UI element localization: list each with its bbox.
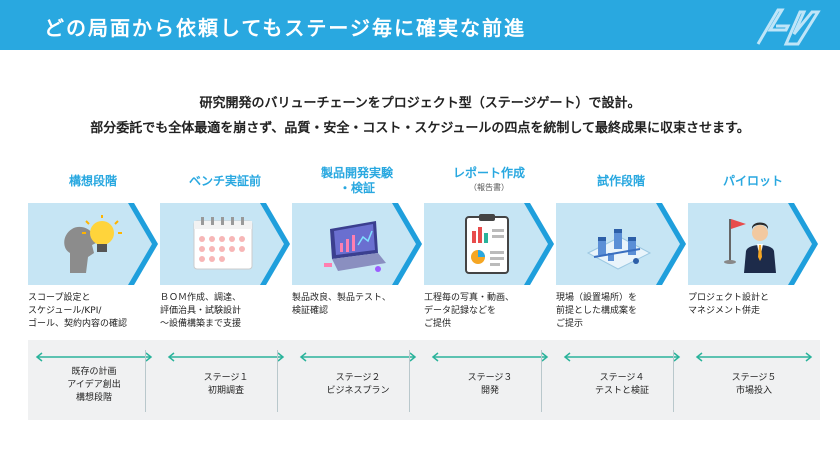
stage-arrow-card: [28, 203, 160, 285]
header-banner: どの局面から依頼してもステージ毎に確実な前進: [0, 0, 840, 50]
intro-line-1: 研究開発のバリューチェーンをプロジェクト型（ステージゲート）で設計。: [199, 96, 641, 111]
stage-arrow-card: [556, 203, 688, 285]
stage-description: スコープ設定と スケジュール/KPI/ ゴール、契約内容の確認: [28, 293, 128, 329]
phase-box-2: ステージ１ 初期調査: [160, 340, 292, 420]
stage-column-3: 製品開発実験 ・検証 製品改良、製品テスト、 検証確認 ステージ２ ビジネスプ: [292, 166, 424, 420]
double-arrow-icon: [563, 352, 681, 362]
businessman-flag-icon: [724, 219, 776, 273]
phase-label: ステージ５ 市場投入: [731, 373, 777, 396]
stage-title: 構想段階: [68, 174, 117, 188]
stage-title: 製品開発実験 ・検証: [320, 166, 393, 195]
stage-column-2: ベンチ実証前 ＢＯＭ作成、調達、 評価治具・試験設計 ～設備構築まで支援: [160, 170, 292, 420]
stage-description: ＢＯＭ作成、調達、 評価治具・試験設計 ～設備構築まで支援: [160, 293, 242, 329]
page-title: どの局面から依頼してもステージ毎に確実な前進: [44, 16, 526, 40]
phase-label: ステージ４ テストと検証: [594, 373, 649, 396]
stage-description: 工程毎の写真・動画、 データ記録などを ご提供: [424, 293, 515, 329]
stage-title: 試作段階: [596, 174, 645, 188]
stage-title: ベンチ実証前: [188, 174, 261, 188]
phase-box-4: ステージ３ 開発: [424, 340, 556, 420]
double-arrow-icon: [299, 352, 417, 362]
brand-logo-icon: [756, 8, 821, 46]
stage-title: レポート作成: [452, 166, 525, 180]
phase-box-3: ステージ２ ビジネスプラン: [292, 340, 424, 420]
column-divider: [145, 350, 146, 412]
calendar-icon: [193, 217, 253, 270]
phase-label: 既存の計画 アイデア創出 構想段階: [67, 367, 121, 403]
stage-arrow-card: [424, 203, 556, 285]
phase-label: ステージ１ 初期調査: [203, 373, 249, 396]
column-divider: [673, 350, 674, 412]
factory-line-icon: [586, 229, 652, 270]
stage-arrow-card: [292, 203, 424, 285]
phase-box-5: ステージ４ テストと検証: [556, 340, 688, 420]
double-arrow-icon: [35, 352, 153, 362]
stage-column-6: パイロット プロジェクト設計と マネジメント併走 ステージ５ 市場投入: [688, 170, 820, 420]
double-arrow-icon: [431, 352, 549, 362]
intro-line-2: 部分委託でも全体最適を崩さず、品質・安全・コスト・スケジュールの四点を統制して最…: [90, 121, 750, 136]
phase-label: ステージ３ 開発: [467, 373, 513, 396]
stage-column-1: 構想段階 スコープ設定と スケジュール/KPI/ ゴール、契約内容の確認: [28, 170, 160, 420]
stage-arrow-card: [688, 203, 820, 285]
stage-description: 現場（設置場所）を 前提とした構成案を ご提示: [556, 293, 638, 329]
double-arrow-icon: [167, 352, 285, 362]
report-clipboard-icon: [465, 214, 509, 274]
laptop-analytics-icon: [324, 221, 386, 272]
stage-description: 製品改良、製品テスト、 検証確認: [292, 293, 391, 316]
phase-label: ステージ２ ビジネスプラン: [326, 373, 390, 396]
phase-box-6: ステージ５ 市場投入: [688, 340, 820, 420]
column-divider: [277, 350, 278, 412]
lightbulb-head-icon: [64, 215, 122, 273]
stage-column-5: 試作段階 現場（設置場所）を 前提とした構成案を ご提示: [556, 170, 688, 420]
phase-box-1: 既存の計画 アイデア創出 構想段階: [28, 340, 160, 420]
stage-subtitle: （報告書）: [469, 183, 509, 192]
column-divider: [409, 350, 410, 412]
stage-arrow-card: [160, 203, 292, 285]
stage-column-4: レポート作成 （報告書） 工程毎の写真・動画、 データ記録などを ご提供: [424, 166, 556, 420]
double-arrow-icon: [695, 352, 813, 362]
stage-title: パイロット: [722, 174, 783, 188]
stage-description: プロジェクト設計と マネジメント併走: [688, 293, 770, 316]
column-divider: [541, 350, 542, 412]
